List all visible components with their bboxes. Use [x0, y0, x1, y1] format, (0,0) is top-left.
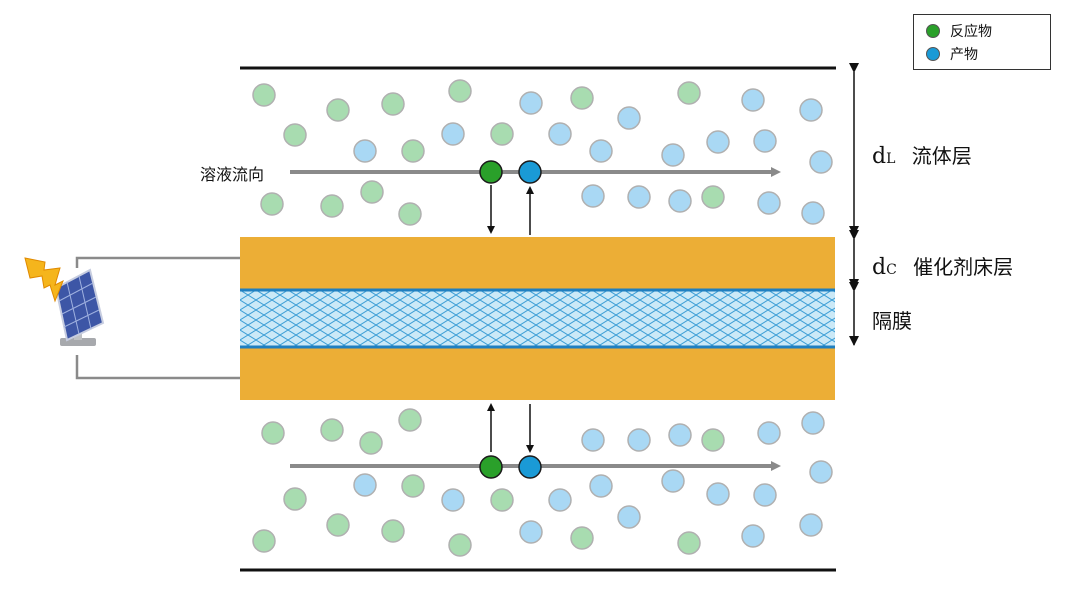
reactant-particle	[398, 202, 422, 226]
particle-field	[252, 79, 833, 557]
product-molecule	[518, 160, 542, 184]
reactant-particle	[320, 194, 344, 218]
reactant-particle	[401, 139, 425, 163]
product-particle	[548, 122, 572, 146]
product-particle	[741, 88, 765, 112]
fluid-layer-name: 流体层	[911, 144, 972, 168]
catalyst-layer-bottom	[240, 348, 835, 400]
product-particle	[668, 189, 692, 213]
product-particle	[441, 122, 465, 146]
reactant-particle	[252, 83, 276, 107]
reactant-particle	[326, 513, 350, 537]
reactant-particle	[381, 92, 405, 116]
product-particle	[353, 473, 377, 497]
solar-panel-icon	[54, 268, 105, 346]
product-particle	[809, 460, 833, 484]
reactant-molecule	[479, 455, 503, 479]
reactant-particle	[570, 526, 594, 550]
product-particle	[627, 428, 651, 452]
reactant-particle	[326, 98, 350, 122]
product-particle	[581, 184, 605, 208]
reactant-particle	[283, 123, 307, 147]
product-particle	[801, 201, 825, 225]
reactant-particle	[677, 531, 701, 555]
product-particle	[548, 488, 572, 512]
legend-product-label: 产物	[950, 47, 978, 63]
circuit-wires	[75, 256, 240, 380]
lightning-icon	[24, 257, 64, 303]
catalyst-layer-subscript: C	[886, 262, 897, 278]
reactant-particle	[490, 122, 514, 146]
legend-product: 产物	[926, 43, 978, 65]
product-molecule	[518, 455, 542, 479]
reactant-particle	[252, 529, 276, 553]
product-particle	[589, 139, 613, 163]
product-particle	[617, 106, 641, 130]
catalyst-layer-symbol: d	[872, 255, 887, 280]
reactant-molecule	[479, 160, 503, 184]
reactant-particle	[701, 428, 725, 452]
reactant-particle	[359, 431, 383, 455]
product-particle	[706, 482, 730, 506]
reactant-particle	[381, 519, 405, 543]
product-particle	[519, 91, 543, 115]
reactant-particle	[260, 192, 284, 216]
product-particle	[753, 483, 777, 507]
reactant-particle	[677, 81, 701, 105]
flow-direction-label: 溶液流向	[200, 165, 265, 184]
fluid-layer-symbol: d	[872, 144, 887, 169]
reactant-particle	[448, 533, 472, 557]
product-particle	[661, 143, 685, 167]
product-particle	[757, 191, 781, 215]
fluid-layer-subscript: L	[886, 151, 896, 167]
catalyst-layer-name: 催化剂床层	[913, 255, 1014, 279]
reactant-particle	[360, 180, 384, 204]
product-particle	[617, 505, 641, 529]
product-particle	[753, 129, 777, 153]
legend: 反应物 产物	[913, 14, 1051, 70]
reactant-particle	[701, 185, 725, 209]
product-particle	[519, 520, 543, 544]
catalyst-layer-top	[240, 237, 835, 289]
membrane	[240, 288, 835, 349]
product-particle	[581, 428, 605, 452]
product-particle	[706, 130, 730, 154]
product-legend-icon	[926, 47, 940, 61]
catalyst-layer-label: dC 催化剂床层	[872, 251, 1013, 280]
product-particle	[627, 185, 651, 209]
legend-reactant-label: 反应物	[950, 24, 992, 40]
reactant-particle	[283, 487, 307, 511]
product-particle	[353, 139, 377, 163]
membrane-label: 隔膜	[872, 309, 912, 333]
reactant-particle	[320, 418, 344, 442]
product-particle	[741, 524, 765, 548]
product-particle	[799, 513, 823, 537]
product-particle	[799, 98, 823, 122]
product-particle	[757, 421, 781, 445]
reactant-particle	[448, 79, 472, 103]
reactant-particle	[570, 86, 594, 110]
product-particle	[809, 150, 833, 174]
product-particle	[668, 423, 692, 447]
reactant-particle	[398, 408, 422, 432]
product-particle	[441, 488, 465, 512]
legend-reactant: 反应物	[926, 20, 992, 42]
fluid-layer-label: dL 流体层	[872, 140, 972, 169]
reactant-particle	[490, 488, 514, 512]
reactant-legend-icon	[926, 24, 940, 38]
product-particle	[661, 469, 685, 493]
reactant-particle	[261, 421, 285, 445]
product-particle	[589, 474, 613, 498]
product-particle	[801, 411, 825, 435]
reactant-particle	[401, 474, 425, 498]
